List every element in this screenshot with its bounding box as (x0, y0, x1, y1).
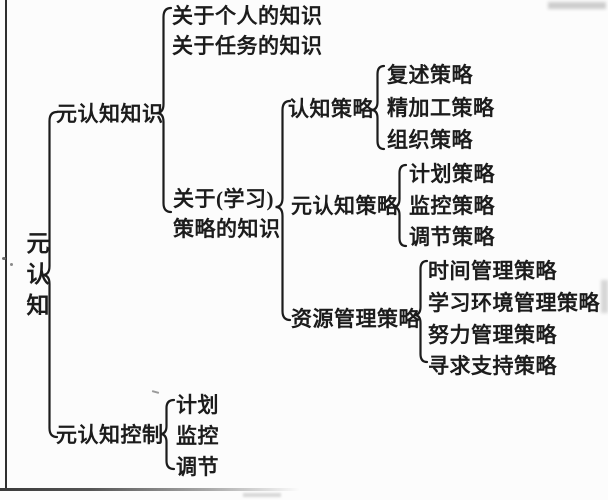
node-knowledge-of-strategies-line1: 关于(学习) (173, 187, 274, 211)
node-rehearsal-strategy: 复述策略 (387, 63, 473, 87)
node-resource-management-strategies: 资源管理策略 (291, 307, 420, 331)
node-knowledge-of-strategies-line2: 策略的知识 (173, 217, 281, 241)
scan-speck (2, 257, 6, 260)
brace-resource-strategies (413, 259, 429, 364)
node-metacognitive-strategies: 元认知策略 (291, 194, 399, 218)
scan-speck (10, 263, 13, 266)
node-knowledge-of-person: 关于个人的知识 (172, 4, 323, 28)
node-help-seeking-strategy: 寻求支持策略 (428, 354, 557, 378)
scan-left-edge-line (5, 0, 7, 488)
brace-cognitive-strategies (370, 64, 386, 151)
node-metacognitive-control: 元认知控制 (56, 423, 164, 447)
node-effort-management-strategy: 努力管理策略 (428, 323, 557, 347)
scan-smudge-right-edge (601, 280, 608, 313)
node-regulation-strategy: 调节策略 (409, 225, 495, 249)
node-control-planning: 计划 (176, 393, 219, 417)
brace-knowledge (156, 6, 173, 214)
node-monitoring-strategy: 监控策略 (409, 194, 495, 218)
node-control-regulation: 调节 (176, 455, 219, 479)
scan-smudge-bottom (243, 493, 281, 497)
node-cognitive-strategies: 认知策略 (288, 97, 374, 121)
scan-bottom-edge-line (0, 488, 300, 491)
brace-metacognitive-strategies (392, 163, 408, 248)
brace-root (42, 110, 59, 439)
node-metacognitive-knowledge: 元认知知识 (56, 102, 164, 126)
node-environment-management-strategy: 学习环境管理策略 (428, 291, 600, 315)
node-organization-strategy: 组织策略 (387, 128, 473, 152)
brace-learning-strategies (275, 99, 292, 322)
scan-smudge-top-right (548, 2, 606, 9)
node-planning-strategy: 计划策略 (409, 162, 495, 186)
node-control-monitoring: 监控 (176, 424, 219, 448)
brace-control (159, 398, 176, 471)
node-knowledge-of-task: 关于任务的知识 (172, 34, 323, 58)
node-metacognition-root: 元认知 (23, 231, 48, 324)
node-elaboration-strategy: 精加工策略 (387, 96, 495, 120)
node-time-management-strategy: 时间管理策略 (428, 259, 557, 283)
